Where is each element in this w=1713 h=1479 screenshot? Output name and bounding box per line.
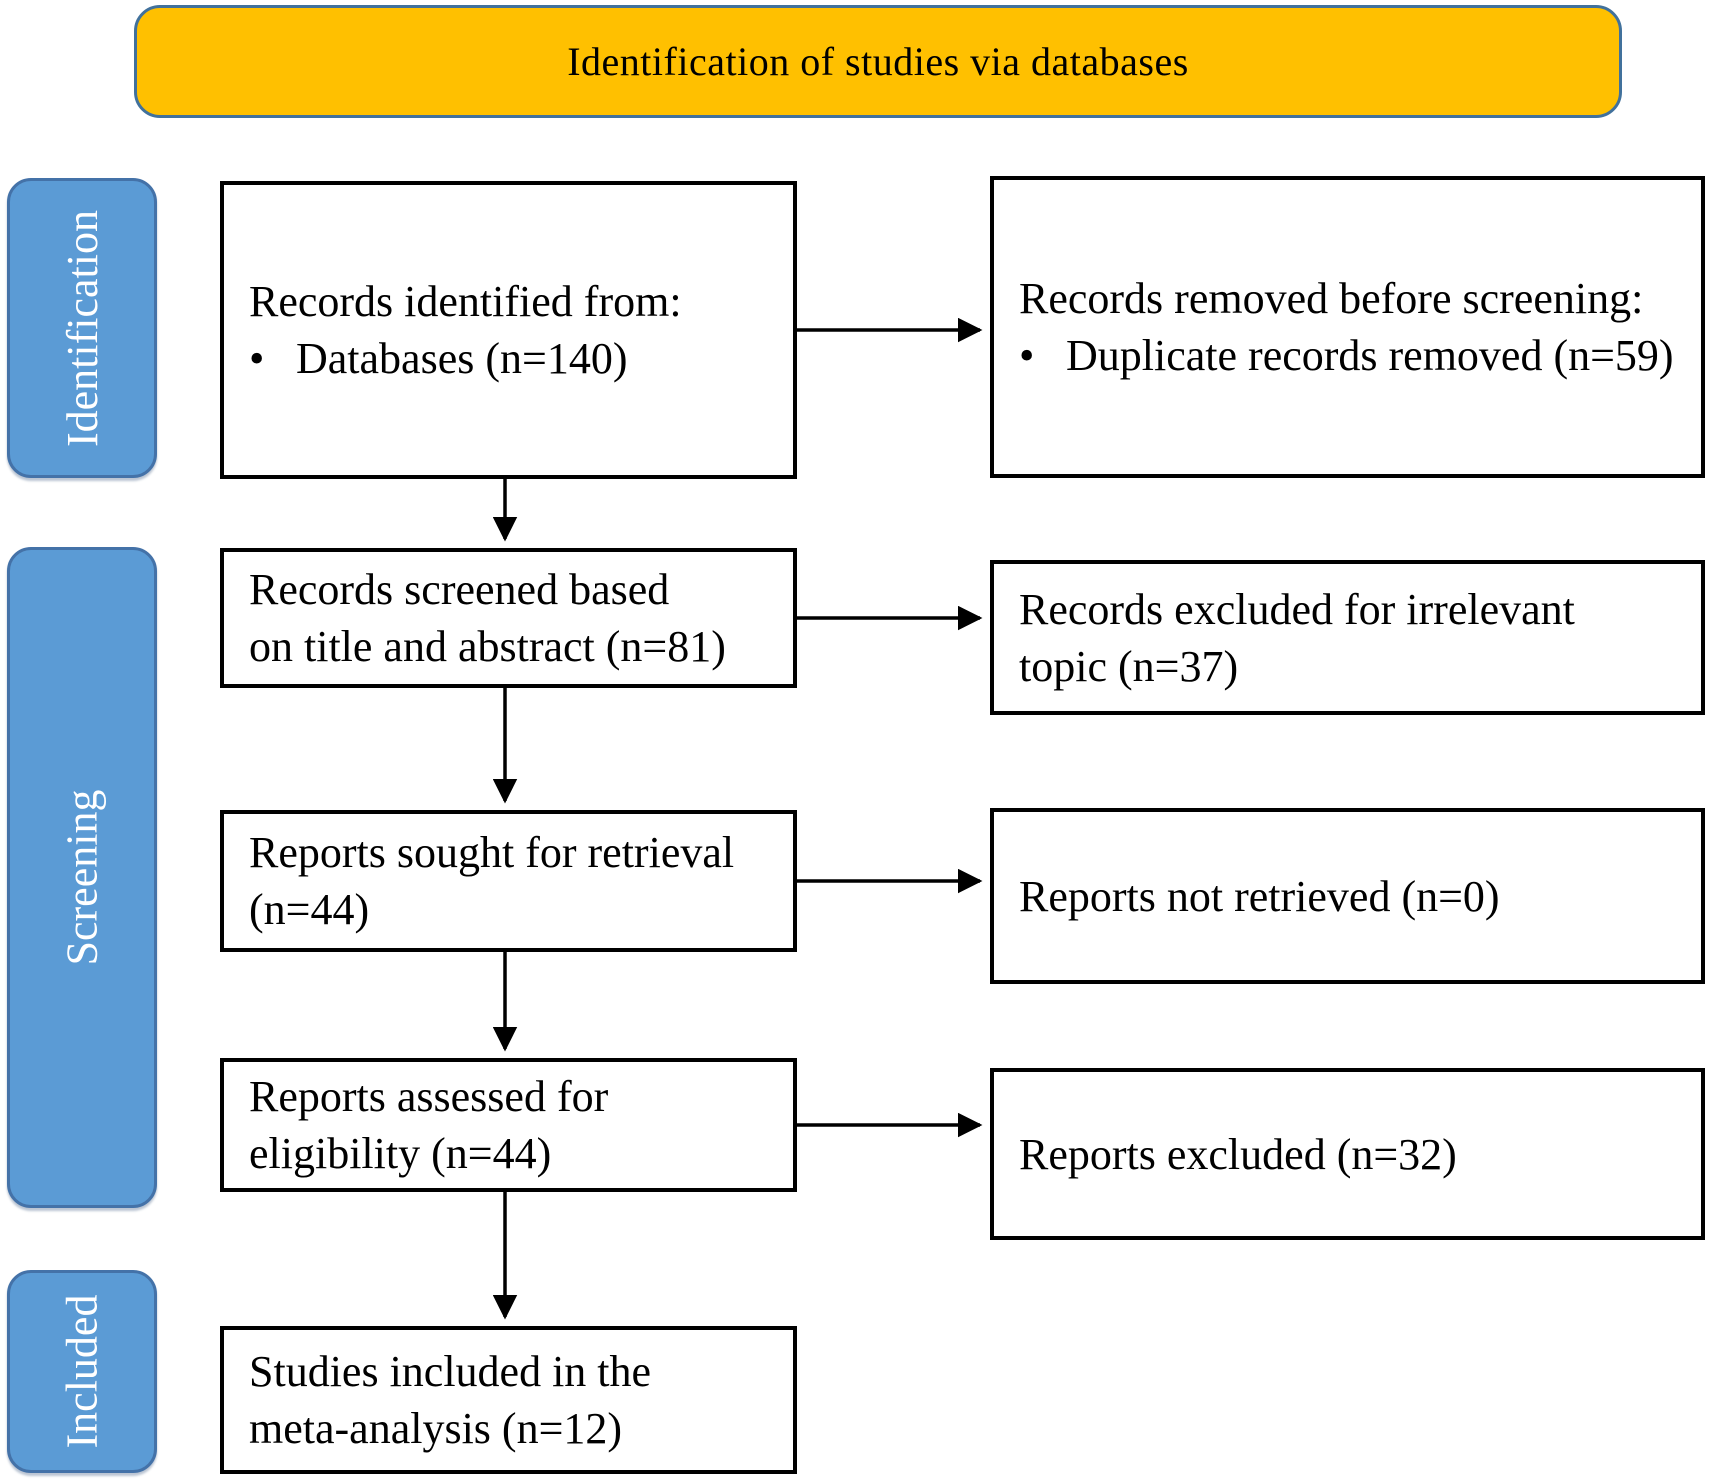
box-reports-sought-line2: (n=44)	[249, 885, 370, 934]
box-records-identified: Records identified from: • Databases (n=…	[220, 181, 797, 479]
stage-label-screening: Screening	[7, 547, 157, 1208]
stage-label-included: Included	[7, 1270, 157, 1473]
box-reports-not-retrieved: Reports not retrieved (n=0)	[990, 808, 1705, 984]
box-reports-assessed-line2: eligibility (n=44)	[249, 1129, 552, 1178]
box-records-excluded-topic: Records excluded for irrelevant topic (n…	[990, 560, 1705, 715]
stage-label-included-text: Included	[57, 1294, 107, 1449]
box-records-identified-heading: Records identified from:	[249, 277, 682, 326]
box-records-identified-bullet-row: • Databases (n=140)	[249, 330, 785, 387]
box-reports-assessed-line1: Reports assessed for	[249, 1072, 609, 1121]
box-reports-excluded: Reports excluded (n=32)	[990, 1068, 1705, 1240]
box-reports-sought: Reports sought for retrieval (n=44)	[220, 810, 797, 952]
box-reports-excluded-line1: Reports excluded (n=32)	[1019, 1129, 1457, 1179]
box-records-excluded-topic-line1: Records excluded for irrelevant	[1019, 584, 1575, 634]
stage-label-identification-text: Identification	[57, 209, 107, 447]
box-records-identified-bullet-text: Databases (n=140)	[296, 334, 628, 383]
box-studies-included-line1: Studies included in the	[249, 1347, 652, 1396]
box-studies-included-line2: meta-analysis (n=12)	[249, 1404, 623, 1453]
box-reports-sought-line1: Reports sought for retrieval	[249, 828, 735, 877]
header-title: Identification of studies via databases	[567, 39, 1189, 84]
box-reports-not-retrieved-line1: Reports not retrieved (n=0)	[1019, 871, 1500, 921]
box-records-screened: Records screened based on title and abst…	[220, 548, 797, 688]
box-studies-included: Studies included in the meta-analysis (n…	[220, 1326, 797, 1474]
box-records-removed-heading: Records removed before screening:	[1019, 274, 1644, 323]
bullet-icon: •	[1019, 331, 1035, 380]
box-records-removed-bullet-row: • Duplicate records removed (n=59)	[1019, 327, 1693, 384]
stage-label-identification: Identification	[7, 178, 157, 478]
header-banner: Identification of studies via databases	[134, 5, 1622, 118]
stage-label-screening-text: Screening	[57, 789, 107, 966]
box-records-screened-line2: on title and abstract (n=81)	[249, 622, 726, 671]
bullet-icon: •	[249, 334, 265, 383]
box-records-excluded-topic-line2: topic (n=37)	[1019, 641, 1239, 691]
box-records-screened-line1: Records screened based	[249, 565, 670, 614]
box-records-removed: Records removed before screening: • Dupl…	[990, 176, 1705, 478]
box-reports-assessed: Reports assessed for eligibility (n=44)	[220, 1058, 797, 1192]
box-records-removed-bullet-text: Duplicate records removed (n=59)	[1066, 331, 1674, 380]
